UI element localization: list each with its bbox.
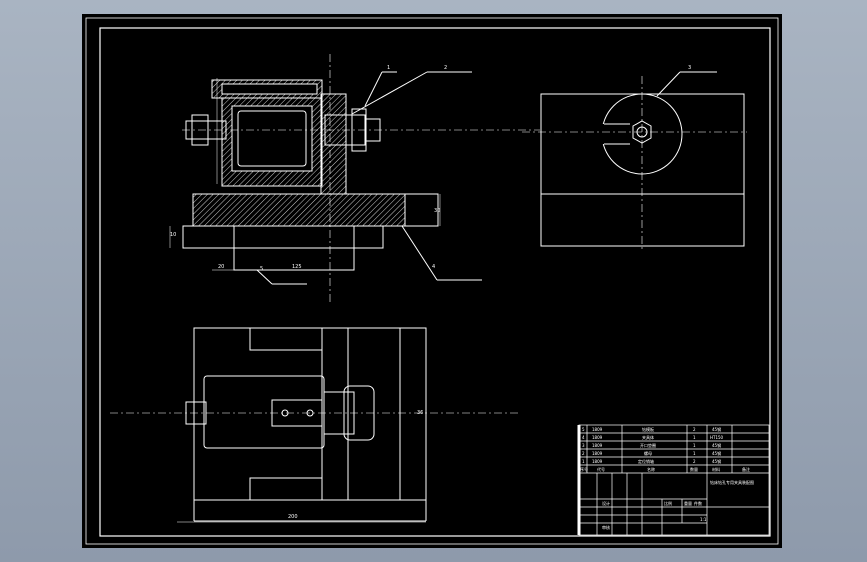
title-block (577, 424, 770, 536)
design-label: 设计 (602, 500, 610, 506)
centerlines-front (182, 54, 540, 304)
svg-text:备注: 备注 (742, 466, 750, 472)
svg-text:钻模板: 钻模板 (642, 426, 654, 432)
top-view (177, 327, 427, 523)
drawing-title: 钻床钻孔专用夹具装配图 (710, 479, 754, 485)
drawing-sheet: 1 2 3 4 5 20 125 200 30 36 10 (82, 14, 782, 548)
svg-text:1: 1 (693, 451, 696, 456)
dim-10: 10 (170, 232, 176, 238)
cad-drawing: 1 2 3 4 5 20 125 200 30 36 10 (85, 17, 779, 545)
parts-list: 5 1809 钻模板 2 45钢 4 1809 夹具体 1 HT150 3 18… (580, 426, 750, 472)
svg-text:3: 3 (582, 443, 585, 448)
svg-text:代号: 代号 (597, 466, 605, 472)
dim-20: 20 (218, 264, 224, 270)
dim-125: 125 (292, 264, 302, 270)
side-outline (540, 93, 745, 247)
svg-text:2: 2 (582, 451, 585, 456)
svg-text:开口垫圈: 开口垫圈 (640, 442, 656, 448)
inner-border (99, 27, 771, 537)
svg-text:1809: 1809 (592, 443, 603, 448)
svg-text:1809: 1809 (592, 435, 603, 440)
balloon-1: 1 (387, 65, 390, 71)
svg-text:1: 1 (693, 435, 696, 440)
svg-text:1: 1 (693, 443, 696, 448)
centerlines-side (522, 76, 747, 249)
dim-30: 30 (434, 208, 440, 214)
svg-text:2: 2 (693, 427, 696, 432)
scale-label: 比例 (664, 500, 672, 506)
balloon-5: 5 (260, 266, 263, 272)
svg-text:1809: 1809 (592, 427, 603, 432)
svg-text:1809: 1809 (592, 451, 603, 456)
check-label: 审核 (602, 524, 610, 530)
svg-text:螺母: 螺母 (644, 450, 652, 456)
svg-text:数量: 数量 (690, 466, 698, 472)
balloon-4: 4 (432, 264, 435, 270)
svg-text:4: 4 (582, 435, 585, 440)
weight-label: 重量 (684, 500, 692, 506)
svg-text:1: 1 (582, 459, 585, 464)
svg-text:HT150: HT150 (710, 435, 724, 440)
qty-label: 件数 (694, 500, 702, 506)
svg-text:45钢: 45钢 (712, 442, 721, 448)
svg-text:夹具体: 夹具体 (642, 434, 654, 440)
svg-text:材料: 材料 (712, 466, 720, 472)
svg-text:名称: 名称 (647, 466, 655, 472)
base-foot (182, 225, 384, 249)
dim-200: 200 (288, 514, 298, 520)
svg-text:定位销轴: 定位销轴 (638, 458, 654, 464)
balloon-2: 2 (444, 65, 447, 71)
scale-value: 1:1 (700, 517, 707, 522)
front-view (169, 71, 482, 285)
svg-text:5: 5 (582, 427, 585, 432)
svg-text:45钢: 45钢 (712, 426, 721, 432)
svg-text:2: 2 (693, 459, 696, 464)
base-plate (192, 193, 406, 227)
dim-36: 36 (417, 410, 423, 416)
top-outline (193, 327, 427, 501)
top-workpiece (203, 375, 325, 449)
side-view (540, 71, 745, 247)
balloon-3: 3 (688, 65, 691, 71)
svg-text:1809: 1809 (592, 459, 603, 464)
outer-border (85, 17, 779, 545)
svg-text:45钢: 45钢 (712, 450, 721, 456)
svg-text:序号: 序号 (580, 466, 588, 472)
svg-text:45钢: 45钢 (712, 458, 721, 464)
